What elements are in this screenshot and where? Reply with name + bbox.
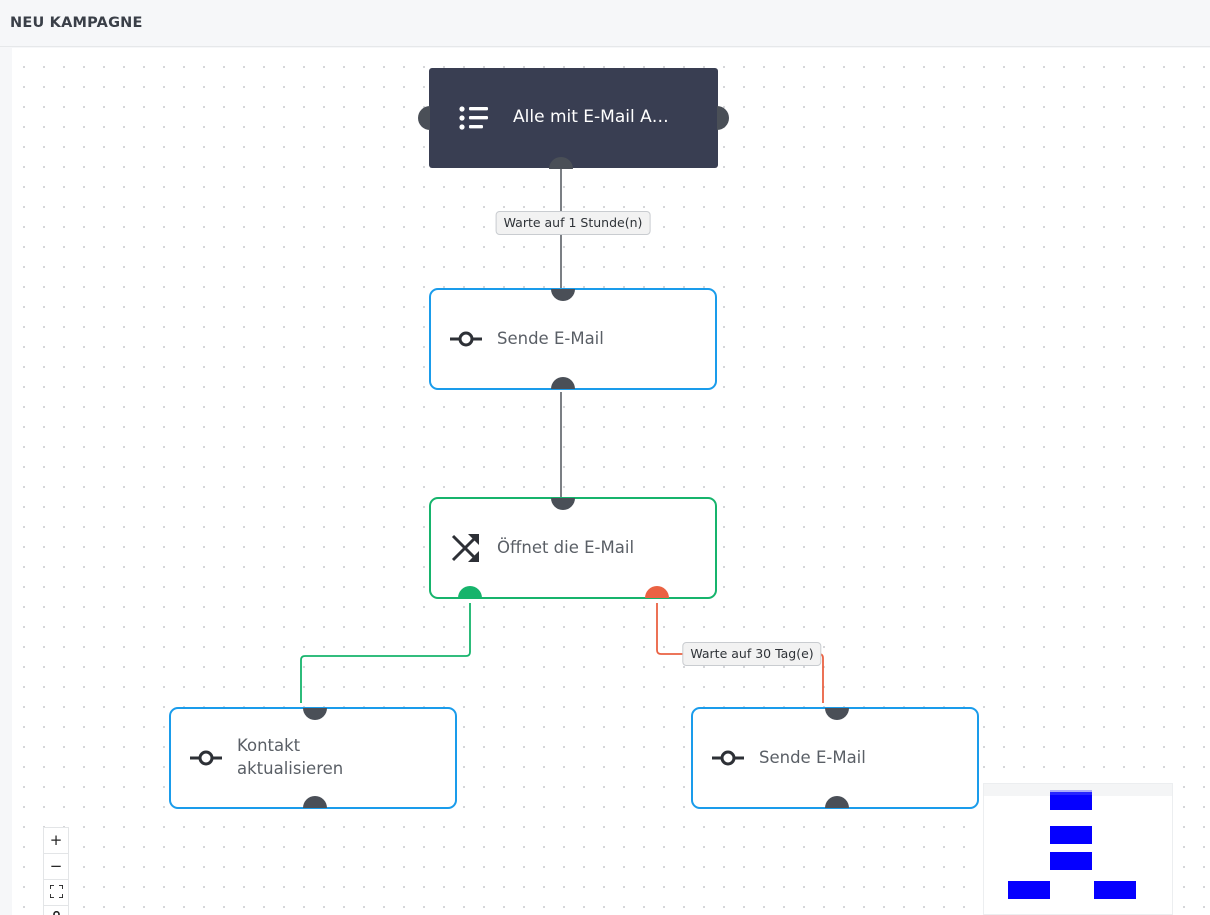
edge-label-wait-30-days[interactable]: Warte auf 30 Tag(e) <box>682 642 822 666</box>
handle-bottom[interactable] <box>303 796 327 808</box>
node-update-contact[interactable]: Kontakt aktualisieren <box>169 707 457 809</box>
node-label: Sende E-Mail <box>497 328 604 348</box>
handle-top[interactable] <box>551 289 575 301</box>
node-label: Öffnet die E-Mail <box>497 537 634 560</box>
node-label: Alle mit E-Mail A… <box>513 107 669 128</box>
minimap-node <box>1008 881 1050 899</box>
zoom-in-button[interactable]: + <box>44 828 68 854</box>
fit-view-button[interactable] <box>44 880 68 906</box>
app-header: NEU KAMPAGNE <box>0 0 1210 47</box>
node-opens-email-condition[interactable]: Öffnet die E-Mail <box>429 497 717 599</box>
minimap[interactable] <box>983 783 1173 915</box>
node-label: Kontakt aktualisieren <box>237 735 392 781</box>
minimap-mask <box>984 784 1172 796</box>
minimap-node <box>1050 852 1092 870</box>
zoom-controls: + − <box>43 827 69 915</box>
page-title: NEU KAMPAGNE <box>10 15 143 31</box>
handle-bottom[interactable] <box>549 157 573 169</box>
handle-top[interactable] <box>303 708 327 720</box>
lock-icon <box>51 910 62 915</box>
node-trigger-all-with-email[interactable]: Alle mit E-Mail A… <box>418 68 729 169</box>
handle-bottom-yes[interactable] <box>458 586 482 598</box>
handle-top[interactable] <box>825 708 849 720</box>
flow-graph: Alle mit E-Mail A… Sende E-Mail <box>12 48 1210 915</box>
zoom-in-glyph: + <box>49 831 63 849</box>
node-label-text: Kontakt aktualisieren <box>237 736 344 778</box>
fit-view-icon <box>48 883 64 901</box>
edge-condition-yes <box>300 603 471 703</box>
node-send-email-2[interactable]: Sende E-Mail <box>691 707 979 809</box>
flow-canvas[interactable]: Alle mit E-Mail A… Sende E-Mail <box>12 48 1210 915</box>
zoom-out-button[interactable]: − <box>44 854 68 880</box>
minimap-node <box>1094 881 1136 899</box>
zoom-out-glyph: − <box>49 857 63 875</box>
handle-bottom[interactable] <box>551 377 575 389</box>
node-send-email-1[interactable]: Sende E-Mail <box>429 288 717 390</box>
commit-icon <box>189 741 223 775</box>
handle-left[interactable] <box>418 106 430 130</box>
commit-icon <box>449 322 483 356</box>
minimap-viewport[interactable] <box>1050 790 1092 795</box>
minimap-node <box>1050 792 1092 810</box>
edge-label-wait-1-hour[interactable]: Warte auf 1 Stunde(n) <box>495 211 651 235</box>
node-label-text: Öffnet die E-Mail <box>497 537 635 557</box>
commit-icon <box>711 741 745 775</box>
node-label: Sende E-Mail <box>759 747 866 767</box>
handle-bottom-no[interactable] <box>645 586 669 598</box>
list-icon <box>457 101 491 135</box>
handle-bottom[interactable] <box>825 796 849 808</box>
shuffle-icon <box>449 531 483 565</box>
lock-button[interactable] <box>44 906 68 915</box>
handle-right[interactable] <box>717 106 729 130</box>
minimap-node <box>1050 826 1092 844</box>
handle-top[interactable] <box>551 498 575 510</box>
